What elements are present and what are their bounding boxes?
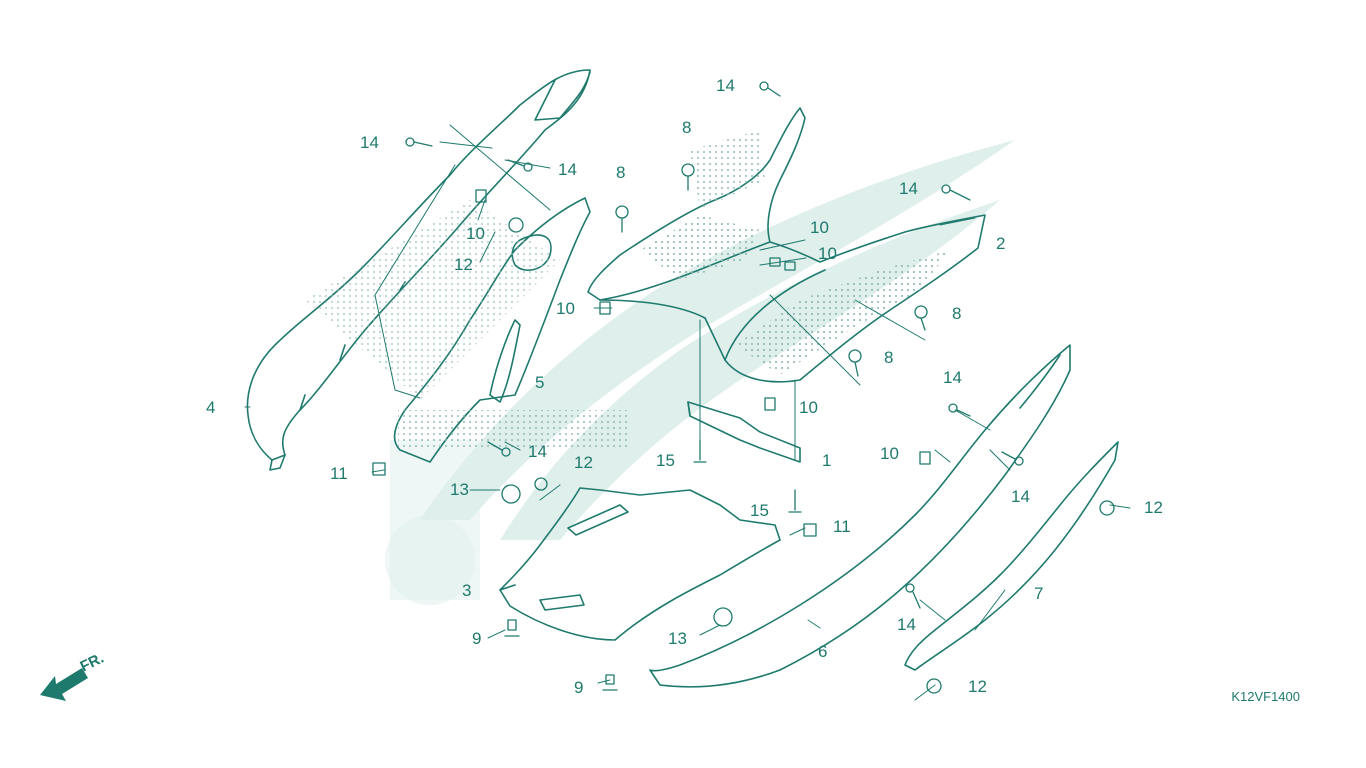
- callout-7: 7: [1034, 584, 1044, 603]
- grommet-13: [501, 484, 733, 627]
- callout-10: 10: [556, 299, 575, 318]
- screw-12: [508, 217, 1115, 694]
- callout-14: 14: [716, 76, 735, 95]
- bolt-14-e: [487, 441, 511, 457]
- part-2-floor-step: [587, 107, 986, 383]
- callout-10: 10: [810, 218, 829, 237]
- screw-8-b: [615, 205, 629, 233]
- callout-6: 6: [818, 642, 828, 661]
- bolt-14-a: [405, 137, 433, 147]
- callout-12: 12: [968, 677, 987, 696]
- leader-lines: [244, 124, 1131, 701]
- callout-2: 2: [996, 234, 1006, 253]
- callout-10: 10: [799, 398, 818, 417]
- callout-13: 13: [450, 480, 469, 499]
- callout-14: 14: [558, 160, 577, 179]
- screw-8-a: [681, 163, 695, 191]
- screw-15: [693, 439, 802, 513]
- callout-8: 8: [884, 348, 894, 367]
- callout-14: 14: [360, 133, 379, 152]
- callout-10: 10: [880, 444, 899, 463]
- callout-11: 11: [330, 464, 348, 483]
- callout-14: 14: [528, 442, 547, 461]
- callout-14: 14: [943, 368, 962, 387]
- screw-8-d: [848, 349, 862, 377]
- callout-14: 14: [897, 615, 916, 634]
- callout-8: 8: [952, 304, 962, 323]
- callout-12: 12: [1144, 498, 1163, 517]
- callout-15: 15: [656, 451, 675, 470]
- callout-11: 11: [833, 517, 851, 536]
- clip-10: [475, 189, 931, 465]
- part-3-under-cover: [499, 487, 781, 641]
- callout-9: 9: [472, 629, 482, 648]
- callout-3: 3: [462, 581, 472, 600]
- part-1-bracket: [687, 401, 801, 463]
- callout-5: 5: [535, 373, 545, 392]
- callout-10: 10: [466, 224, 485, 243]
- fasteners: [372, 81, 1115, 694]
- callout-8: 8: [682, 118, 692, 137]
- bolt-14-c: [759, 81, 781, 97]
- diagram-code: K12VF1400: [1231, 689, 1300, 704]
- callout-4: 4: [206, 398, 216, 417]
- part-7-rear-trim: [904, 441, 1119, 671]
- bolt-14-d: [941, 184, 971, 201]
- rivet-9: [504, 619, 618, 691]
- front-arrow-icon: [40, 668, 88, 701]
- part-5-inner-cover: [305, 197, 630, 463]
- callout-12: 12: [454, 255, 473, 274]
- clip-11: [372, 462, 817, 537]
- screw-8-c: [914, 305, 928, 331]
- callout-15: 15: [750, 501, 769, 520]
- bolt-14-b: [507, 159, 533, 172]
- bolt-14-f: [948, 403, 971, 417]
- callout-14: 14: [1011, 487, 1030, 506]
- callout-1: 1: [822, 451, 832, 470]
- callout-12: 12: [574, 453, 593, 472]
- part-6-side-rail: [649, 344, 1071, 688]
- bolt-14-g: [1001, 451, 1024, 466]
- callout-10: 10: [818, 244, 837, 263]
- callout-8: 8: [616, 163, 626, 182]
- callout-9: 9: [574, 678, 584, 697]
- bolt-14-h: [905, 583, 921, 609]
- callout-14: 14: [899, 179, 918, 198]
- callout-13: 13: [668, 629, 687, 648]
